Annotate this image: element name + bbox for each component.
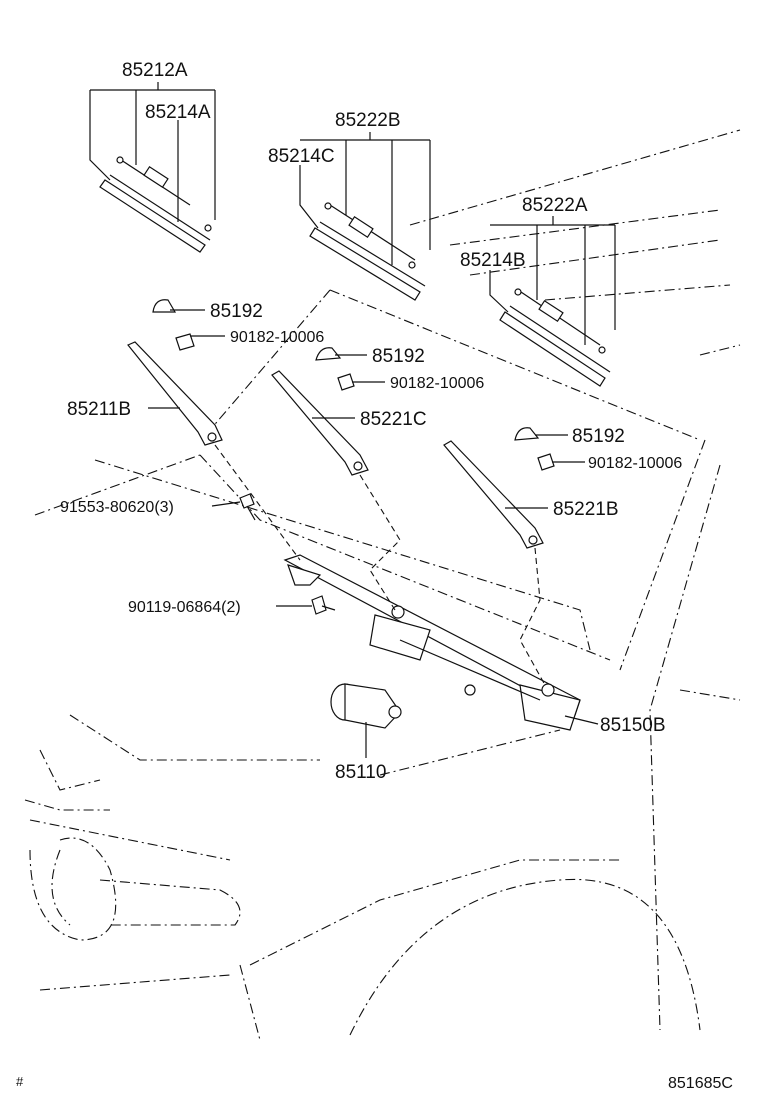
part-labels: 85212A 85214A 85222B 85214C 85222A 85214… [60, 60, 682, 783]
wiper-arm-85211B [127, 341, 223, 446]
label-91553: 91553-80620(3) [60, 499, 174, 516]
nut-90182-1 [175, 333, 195, 351]
label-85150B: 85150B [600, 715, 666, 736]
nut-90182-2 [337, 373, 355, 391]
wiper-blade-85222A [499, 288, 611, 387]
label-85214B: 85214B [460, 250, 526, 271]
label-85221C: 85221C [360, 409, 427, 430]
bolt-90119 [311, 595, 336, 615]
wiper-blade-85212A [99, 156, 212, 253]
label-90182-3: 90182-10006 [588, 455, 682, 472]
wiper-arm-85221C [271, 370, 369, 476]
label-85222B: 85222B [335, 110, 401, 131]
label-85221B: 85221B [553, 499, 619, 520]
wiper-blade-85222B [309, 202, 426, 301]
cap-85192-3 [514, 427, 540, 441]
leader-lines [89, 82, 616, 758]
label-90182-2: 90182-10006 [390, 375, 484, 392]
nut-90182-3 [537, 453, 555, 471]
wiper-arm-85221B [443, 440, 544, 549]
label-85222A: 85222A [522, 195, 588, 216]
wiper-motor-85110 [330, 683, 402, 729]
label-85212A: 85212A [122, 60, 188, 81]
label-85192-1: 85192 [210, 301, 263, 322]
label-85192-2: 85192 [372, 346, 425, 367]
label-85211B: 85211B [67, 399, 131, 420]
vehicle-outline [24, 129, 741, 1041]
label-85214C: 85214C [268, 146, 335, 167]
label-85192-3: 85192 [572, 426, 625, 447]
diagram-code: 851685C [668, 1075, 733, 1092]
footer-mark: # [16, 1074, 24, 1089]
label-90119: 90119-06864(2) [128, 599, 241, 616]
bolt-91553 [239, 493, 256, 521]
label-85214A: 85214A [145, 102, 211, 123]
cap-85192-1 [152, 299, 177, 313]
cap-85192-2 [315, 347, 342, 361]
wiper-link-85150B [214, 444, 581, 731]
label-85110: 85110 [335, 762, 386, 783]
label-90182-1: 90182-10006 [230, 329, 324, 346]
